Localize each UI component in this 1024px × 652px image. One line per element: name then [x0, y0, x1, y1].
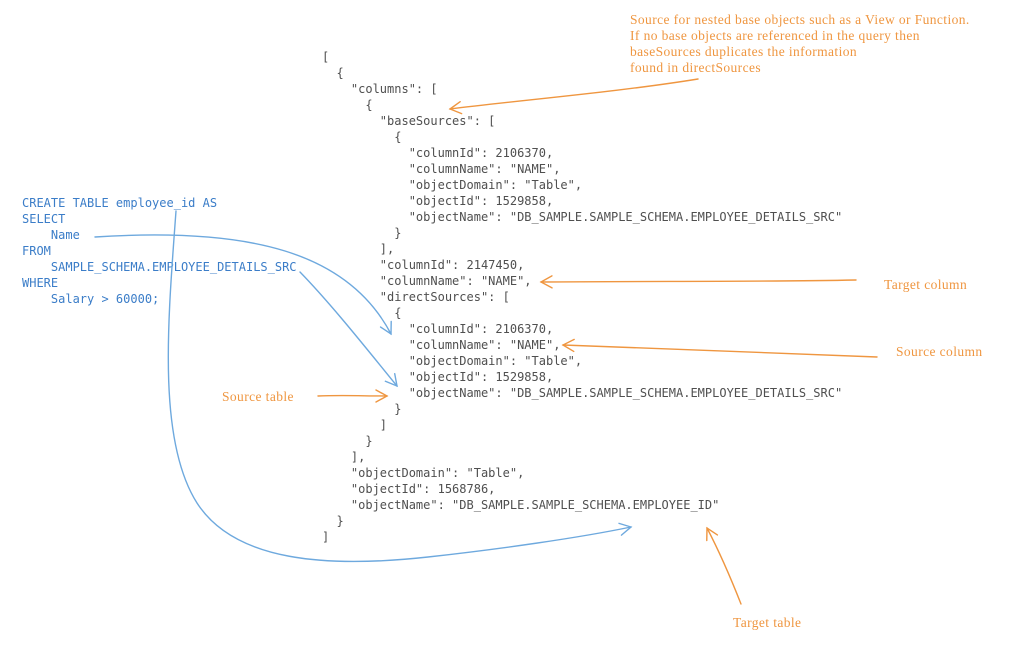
base-sources-note: Source for nested base objects such as a…	[630, 12, 970, 75]
target-column-label: Target column	[884, 277, 968, 292]
sql-query-snippet: CREATE TABLE employee_id AS SELECT Name …	[22, 196, 297, 306]
source-column-label: Source column	[896, 344, 983, 359]
target-table-label: Target table	[733, 615, 802, 630]
source-table-label: Source table	[222, 389, 294, 404]
lineage-json-output: [ { "columns": [ { "baseSources": [ { "c…	[322, 50, 843, 544]
